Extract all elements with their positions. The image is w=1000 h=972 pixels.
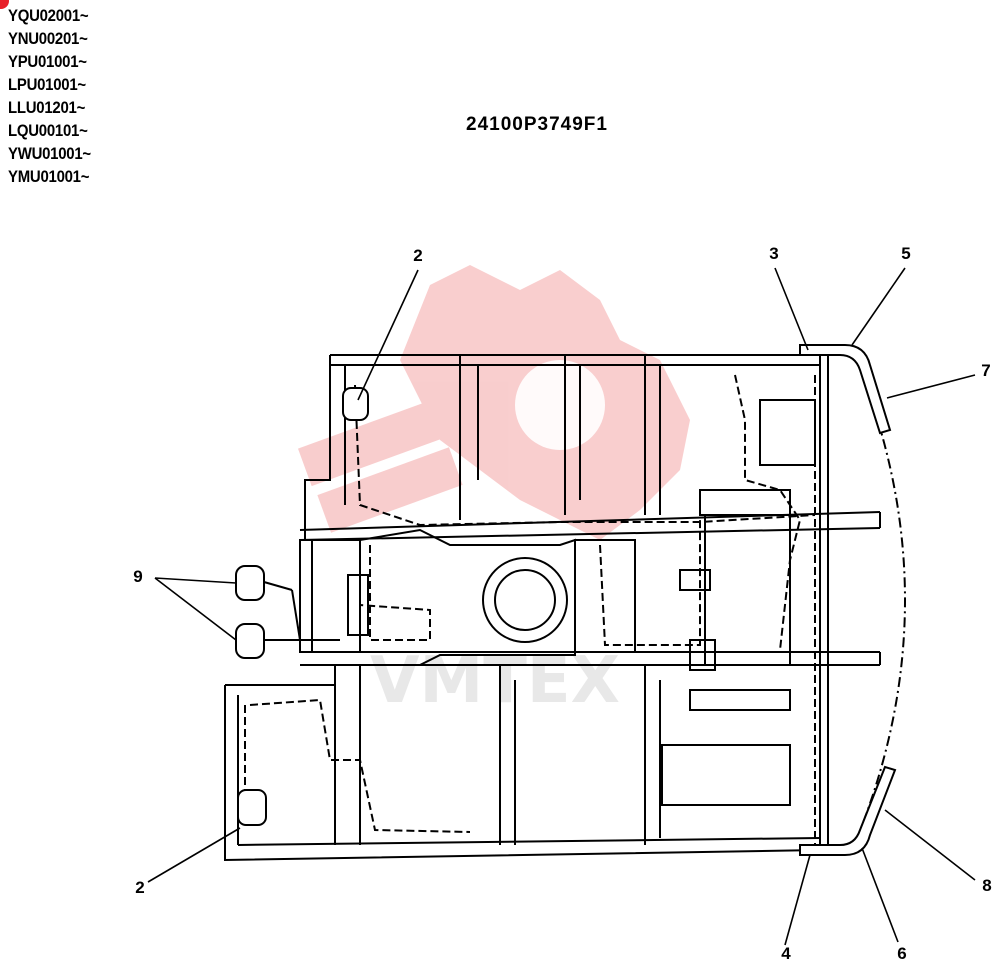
callout-label: 3 <box>769 244 779 263</box>
watermark-ring <box>515 360 605 450</box>
watermark-text: VMTEX <box>370 644 620 718</box>
callout-label: 8 <box>982 876 992 895</box>
serial-number: LPU01001~ <box>8 75 86 94</box>
work-light-icon <box>237 789 267 826</box>
rear-handrail-top-icon <box>799 344 892 435</box>
serial-number: YMU01001~ <box>8 167 90 186</box>
serial-number-list: YQU02001~ YNU00201~ YPU01001~ LPU01001~ … <box>8 4 102 188</box>
lamp-group <box>235 387 716 826</box>
callout-label: 4 <box>781 944 791 963</box>
serial-number: LQU00101~ <box>8 121 88 140</box>
boom-light-icon <box>235 623 265 659</box>
frame-lines <box>224 344 906 862</box>
wiring-harness <box>244 374 816 845</box>
serial-number: YQU02001~ <box>8 6 89 25</box>
callout-label: 6 <box>897 944 907 963</box>
connector-block-icon <box>347 574 369 636</box>
serial-number: LLU01201~ <box>8 98 86 117</box>
work-light-icon <box>342 387 369 421</box>
callout-label: 2 <box>413 246 423 265</box>
callout-label: 9 <box>133 567 143 586</box>
callout-label: 5 <box>901 244 911 263</box>
callout-label: 2 <box>135 878 145 897</box>
corner-mark <box>0 0 9 9</box>
serial-number: YWU01001~ <box>8 144 91 163</box>
leader-lines <box>147 267 976 946</box>
serial-number: YNU00201~ <box>8 29 88 48</box>
drawing-number: 24100P3749F1 <box>466 114 608 135</box>
rear-guards <box>799 344 897 856</box>
boom-light-icon <box>235 565 265 601</box>
rear-handrail-bottom-icon <box>799 765 897 856</box>
callout-label: 7 <box>981 361 991 380</box>
serial-number: YPU01001~ <box>8 52 87 71</box>
